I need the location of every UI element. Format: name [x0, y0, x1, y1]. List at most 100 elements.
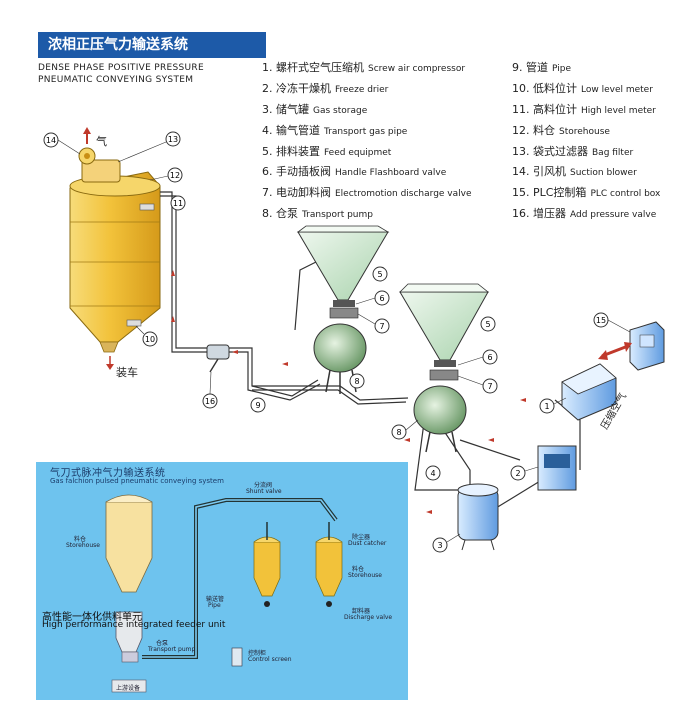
- freeze-drier: [537, 445, 577, 491]
- plc-control-box: [629, 321, 665, 371]
- callout-14: 14: [43, 132, 59, 148]
- inset-pump-zh: 仓泵: [156, 640, 169, 647]
- callout-10: 10: [142, 331, 158, 347]
- callout-6a: 6: [374, 290, 390, 306]
- inset-store2-en: Storehouse: [348, 572, 382, 579]
- inset-dust-en: Dust catcher: [348, 540, 387, 547]
- svg-text:5: 5: [485, 320, 490, 329]
- svg-text:5: 5: [377, 270, 382, 279]
- flow-arrows: [171, 270, 526, 514]
- inset-panel: 气刀式脉冲气力输送系统 Gas falchion pulsed pneumati…: [36, 462, 408, 700]
- feed-unit-lower: [399, 283, 490, 453]
- callouts: 14 13 12 11 10 16 9 5 6 7 5 6 7 8 8 4 3 …: [43, 131, 631, 553]
- inset-discharge-zh: 卸料器: [352, 608, 371, 615]
- svg-text:3: 3: [437, 541, 442, 550]
- svg-text:13: 13: [168, 135, 178, 144]
- svg-text:6: 6: [487, 353, 492, 362]
- callout-7a: 7: [374, 318, 390, 334]
- callout-11: 11: [170, 195, 186, 211]
- callout-2: 2: [510, 465, 526, 481]
- svg-text:2: 2: [515, 469, 520, 478]
- inset-shunt-en: Shunt valve: [246, 488, 282, 495]
- svg-text:8: 8: [396, 428, 401, 437]
- svg-text:6: 6: [379, 294, 384, 303]
- inset-dust-zh: 除尘器: [352, 534, 371, 541]
- callout-3: 3: [432, 537, 448, 553]
- pipe-line: [160, 191, 409, 405]
- svg-text:1: 1: [544, 402, 549, 411]
- inset-feeder-zh: 高性能一体化供料单元: [42, 612, 142, 623]
- svg-text:8: 8: [354, 377, 359, 386]
- callout-16: 16: [202, 393, 218, 409]
- inset-store2-zh: 料仓: [352, 566, 365, 573]
- svg-text:4: 4: [430, 469, 435, 478]
- inset-source-zh: 上游设备: [116, 685, 141, 692]
- svg-text:7: 7: [487, 382, 492, 391]
- inset-discharge-en: Discharge valve: [344, 614, 393, 621]
- callout-8a: 8: [349, 373, 365, 389]
- svg-text:11: 11: [173, 199, 183, 208]
- callout-6b: 6: [482, 349, 498, 365]
- subtitle-line-2: PNEUMATIC CONVEYING SYSTEM: [38, 75, 194, 85]
- callout-5a: 5: [372, 266, 388, 282]
- add-pressure-valve: [206, 344, 230, 373]
- subtitle: DENSE PHASE POSITIVE PRESSURE PNEUMATIC …: [38, 62, 204, 86]
- gas-storage-tank: [457, 483, 499, 551]
- subtitle-line-1: DENSE PHASE POSITIVE PRESSURE: [38, 63, 204, 73]
- svg-text:12: 12: [170, 171, 180, 180]
- inset-shunt-zh: 分流阀: [254, 482, 273, 489]
- callout-9: 9: [250, 397, 266, 413]
- inset-pump-en: Transport pump: [148, 646, 196, 653]
- inset-pipe-zh: 输送管: [206, 596, 225, 603]
- svg-text:7: 7: [379, 322, 384, 331]
- inset-diagram: [105, 494, 343, 693]
- inset-subtitle: Gas falchion pulsed pneumatic conveying …: [50, 477, 224, 485]
- inset-title: 气刀式脉冲气力输送系统: [50, 468, 166, 479]
- callout-5b: 5: [480, 316, 496, 332]
- signal-arrow: [598, 342, 632, 360]
- callout-15: 15: [593, 312, 609, 328]
- inset-storehouse-zh: 料仓: [74, 536, 87, 543]
- callout-7b: 7: [482, 378, 498, 394]
- callout-4: 4: [425, 465, 441, 481]
- callout-8b: 8: [391, 424, 407, 440]
- svg-text:10: 10: [145, 335, 155, 344]
- air-label: 气: [96, 135, 107, 148]
- svg-text:16: 16: [205, 397, 215, 406]
- truck-loading-label: 装车: [116, 366, 138, 379]
- inset-control-zh: 控制柜: [248, 650, 267, 657]
- feed-unit-upper: [296, 225, 390, 394]
- svg-text:9: 9: [255, 401, 260, 410]
- callout-1: 1: [539, 398, 555, 414]
- callout-12: 12: [167, 167, 183, 183]
- inset-feeder-en: High performance integrated feeder unit: [42, 620, 226, 630]
- screw-air-compressor: [561, 363, 617, 421]
- callout-13: 13: [165, 131, 181, 147]
- svg-text:15: 15: [596, 316, 606, 325]
- svg-text:14: 14: [46, 136, 56, 145]
- inset-storehouse-en: Storehouse: [66, 542, 100, 549]
- inset-pipe-en: Pipe: [208, 602, 221, 609]
- inset-control-en: Control screen: [248, 656, 292, 663]
- storehouse-silo: [69, 127, 161, 370]
- page-title: 浓相正压气力输送系统: [38, 32, 266, 58]
